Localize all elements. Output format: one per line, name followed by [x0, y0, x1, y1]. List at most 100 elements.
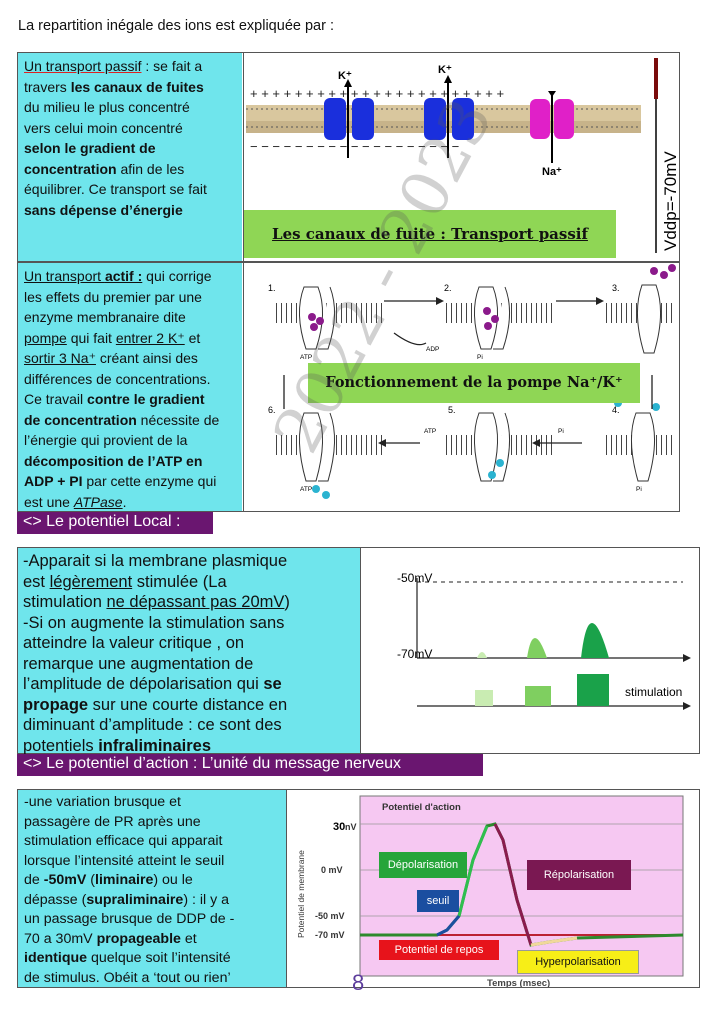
atp-tag-3: ATP [300, 486, 312, 493]
text-run: -une variation brusque et [24, 794, 181, 810]
text-run: lorsque l’intensité atteint le seuil [24, 852, 225, 869]
text-run: ( [86, 872, 95, 888]
text-line: ADP + PI par cette enzyme qui [24, 471, 236, 492]
text-run: légèrement [49, 572, 133, 591]
action-graph: Potentiel d'action Potentiel de membrane… [286, 790, 700, 989]
y-tick-70: -70mV [397, 647, 432, 661]
text-run: Un transport [24, 268, 105, 284]
text-run: potentiels [23, 736, 99, 755]
negative-charges: − − − − − − − − − − − − − − − − − − − [250, 139, 459, 154]
text-run: . [122, 493, 127, 510]
text-run: selon le gradient de [24, 140, 156, 156]
step-1: 1. [268, 283, 276, 293]
text-run: ) : il y a [183, 891, 230, 908]
tick-50: -50 mV [315, 911, 345, 921]
passive-caption: Les canaux de fuite : Transport passif [244, 210, 616, 258]
text-line: Un transport actif : qui corrige [24, 266, 236, 287]
k-channel-1 [324, 79, 374, 158]
step-4: 4. [612, 405, 620, 415]
seuil-label: seuil [417, 890, 459, 912]
text-line: diminuant d’amplitude : ce sont des [23, 715, 355, 736]
tick-70: -70 mV [315, 930, 345, 940]
text-run: sur une courte distance en [88, 695, 288, 714]
text-run: remarque une augmentation de [23, 654, 254, 673]
text-line: vers celui moin concentré [24, 118, 236, 139]
strong-stimulus [577, 674, 609, 706]
text-run: Ce travail [24, 391, 88, 407]
k-label-2: K⁺ [438, 64, 452, 76]
repos-label: Potentiel de repos [379, 940, 499, 960]
text-line: 70 a 30mV propageable et [24, 930, 280, 950]
k-label-1: K⁺ [338, 70, 352, 82]
text-line: équilibrer. Ce transport se fait [24, 179, 236, 200]
pump-stage [272, 286, 382, 350]
text-run: 70 a 30mV [24, 930, 97, 947]
action-row: -une variation brusque et passagère de PR… [17, 789, 700, 989]
text-run: passagère de PR après une [24, 813, 201, 830]
pump-stage [444, 412, 554, 482]
text-run: et [184, 329, 201, 346]
text-line: -Apparait si la membrane plasmique [23, 551, 355, 572]
text-run: contre le gradient [87, 391, 205, 407]
pump-stage [604, 264, 676, 354]
pump-stage [272, 412, 382, 499]
pump-cycle-illustration: 1. 2. 3. 4. 5. 6. ATP ADP Pi ATP ATP Pi … [268, 264, 676, 499]
text-run: nécessite de [136, 411, 220, 428]
text-line: travers les canaux de fuites [24, 77, 236, 98]
text-line: l’amplitude de dépolarisation qui se [23, 674, 355, 695]
text-line: stimulation efficace qui apparait [24, 832, 280, 852]
text-line: atteindre la valeur critique , on [23, 633, 355, 654]
text-run: propage [23, 695, 89, 714]
text-line: sortir 3 Na⁺ créant ainsi des [24, 348, 236, 369]
text-line: décomposition de l’ATP en [24, 451, 236, 472]
text-run: un passage brusque de DDP de - [24, 911, 235, 927]
text-line: selon le gradient de [24, 138, 236, 159]
text-line: de stimulus. Obéit a ‘tout ou rien’ [24, 969, 280, 989]
text-line: passagère de PR après une [24, 813, 280, 833]
text-run: ADP + PI [24, 473, 83, 489]
text-run: par cette enzyme qui [82, 473, 217, 489]
text-line: un passage brusque de DDP de - [24, 910, 280, 930]
large-response [581, 623, 609, 658]
text-run: -50mV [43, 872, 87, 888]
text-run: entrer 2 K⁺ [115, 329, 185, 346]
atp-tag: ATP [300, 354, 312, 361]
text-line: Ce travail contre le gradient [24, 389, 236, 410]
k-channel-2 [424, 75, 474, 158]
active-figure: 1. 2. 3. 4. 5. 6. ATP ADP Pi ATP ATP Pi … [243, 263, 680, 511]
text-line: concentration afin de les [24, 159, 236, 180]
depol-label: Dépolarisation [379, 852, 467, 878]
text-run: de concentration [24, 411, 137, 428]
text-line: de -50mV (liminaire) ou le [24, 871, 280, 891]
text-run: du milieu le plus concentré [24, 99, 190, 115]
text-line: est légèrement stimulée (La [23, 572, 355, 593]
step-3: 3. [612, 283, 620, 293]
tick-30: 30 [333, 821, 345, 833]
text-line: remarque une augmentation de [23, 654, 355, 675]
text-run: liminaire [95, 872, 154, 888]
small-response [477, 652, 487, 658]
text-run: Un transport passif [24, 58, 142, 74]
page-number: 8 [352, 970, 365, 995]
text-run: les canaux de fuites [70, 78, 204, 95]
na-channel [530, 91, 574, 163]
text-run: actif : [104, 268, 143, 284]
text-run: quelque soit l’intensité [87, 950, 231, 966]
text-run: ) ou le [153, 872, 193, 888]
text-run: ) [284, 593, 290, 611]
medium-response [527, 638, 547, 658]
stimulation-label: stimulation [625, 685, 682, 699]
text-run: dépasse ( [24, 891, 87, 908]
text-run: enzyme membranaire dite [24, 309, 186, 325]
text-run: diminuant d’amplitude : ce sont des [23, 716, 282, 734]
text-run: se [263, 675, 282, 693]
text-line: différences de concentrations. [24, 369, 236, 390]
section-bar-local: <> Le potentiel Local : [17, 512, 213, 534]
text-line: lorsque l’intensité atteint le seuil [24, 852, 280, 872]
text-line: pompe qui fait entrer 2 K⁺ et [24, 328, 236, 349]
text-run: qui fait [66, 329, 116, 346]
pi-tag: Pi [477, 354, 483, 361]
